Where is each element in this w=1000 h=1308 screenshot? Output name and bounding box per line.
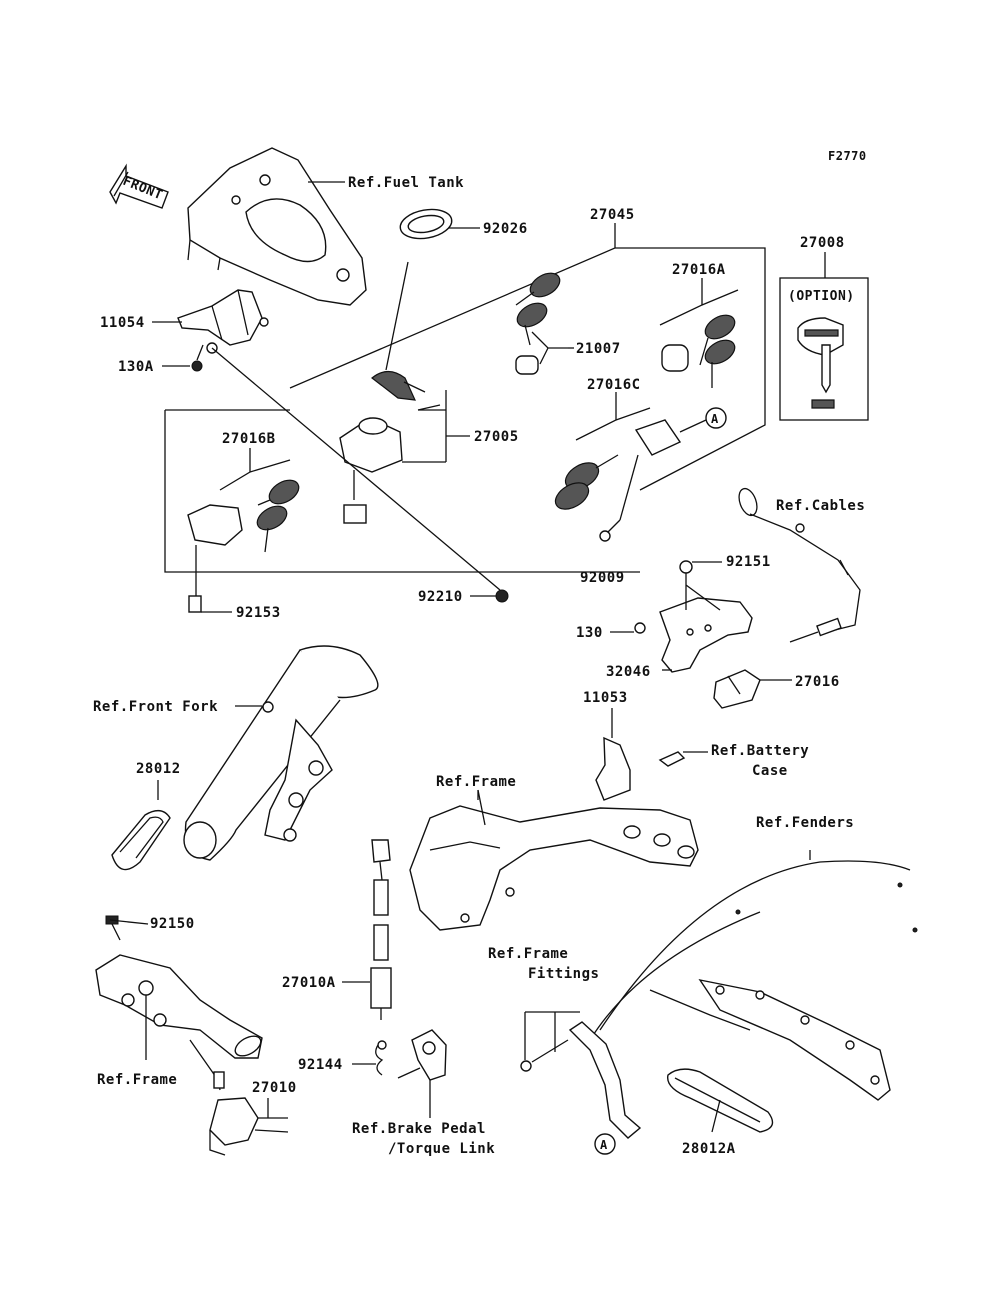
pad-28012 <box>111 780 171 871</box>
switch-27010 <box>189 1039 289 1156</box>
bracket-11053 <box>595 708 686 801</box>
label-130A: 130A <box>118 359 154 375</box>
bolt-92150 <box>105 915 121 941</box>
label-92153: 92153 <box>236 605 281 621</box>
ignition-switch-27005 <box>339 261 470 524</box>
label-27016: 27016 <box>795 674 840 690</box>
label-ref-frame-top: Ref.Frame <box>436 774 516 790</box>
key-set-27016B <box>164 409 640 613</box>
front-arrow-icon: FRONT <box>109 163 169 209</box>
front-fork <box>183 645 379 861</box>
option-key-27008: (OPTION) <box>779 252 869 421</box>
fender <box>589 850 918 1101</box>
fuel-tank-cover <box>187 147 367 306</box>
label-27045: 27045 <box>590 207 635 223</box>
label-ref-battery-line2: Case <box>752 763 788 779</box>
label-92009: 92009 <box>580 570 625 586</box>
key-set-27016C: A <box>554 392 727 521</box>
label-27016B: 27016B <box>222 431 276 447</box>
label-27016A: 27016A <box>672 262 726 278</box>
label-ref-front-fork: Ref.Front Fork <box>93 699 218 715</box>
label-92150: 92150 <box>150 916 195 932</box>
label-ref-brake-line2: /Torque Link <box>388 1141 495 1157</box>
label-21007: 21007 <box>576 341 621 357</box>
switch-27010A <box>370 839 392 1020</box>
label-11054: 11054 <box>100 315 145 331</box>
bolt-92210 <box>211 347 509 603</box>
keys-21007 <box>515 272 568 375</box>
key-set-27016A <box>659 278 739 388</box>
leader-lines <box>109 181 792 1118</box>
bracket-32046 <box>634 560 753 673</box>
label-27005: 27005 <box>474 429 519 445</box>
cable-assembly <box>738 487 861 643</box>
callout-a-top: A <box>711 412 719 426</box>
label-27010A: 27010A <box>282 975 336 991</box>
spring-92144 <box>375 1040 387 1076</box>
label-92151: 92151 <box>726 554 771 570</box>
set-27045-outline <box>289 223 766 491</box>
pad-28012A <box>666 1068 774 1133</box>
label-ref-brake-line1: Ref.Brake Pedal <box>352 1121 486 1137</box>
figure-code: F2770 <box>828 149 867 163</box>
label-92144: 92144 <box>298 1057 343 1073</box>
callout-a-bottom: A <box>600 1138 608 1152</box>
label-ref-cables: Ref.Cables <box>776 498 865 514</box>
label-130: 130 <box>576 625 603 641</box>
label-ref-battery-line1: Ref.Battery <box>711 743 809 759</box>
frame-fittings-bracket: A <box>520 1011 642 1155</box>
label-27008: 27008 <box>800 235 845 251</box>
label-28012A: 28012A <box>682 1141 736 1157</box>
label-27016C: 27016C <box>587 377 641 393</box>
label-28012: 28012 <box>136 761 181 777</box>
bolt-92009 <box>599 519 621 542</box>
lock-27016 <box>713 669 761 709</box>
frame-lower-left <box>95 954 263 1060</box>
label-27010: 27010 <box>252 1080 297 1096</box>
bolt-130A <box>191 344 204 372</box>
label-92210: 92210 <box>418 589 463 605</box>
label-ref-frame-fittings-line2: Fittings <box>528 966 599 982</box>
label-ref-frame-fittings-line1: Ref.Frame <box>488 946 568 962</box>
label-ref-frame-bottom: Ref.Frame <box>97 1072 177 1088</box>
label-ref-fuel-tank: Ref.Fuel Tank <box>348 175 464 191</box>
label-ref-fenders: Ref.Fenders <box>756 815 854 831</box>
label-11053: 11053 <box>583 690 628 706</box>
label-32046: 32046 <box>606 664 651 680</box>
option-label: (OPTION) <box>788 289 855 304</box>
bracket-11054 <box>177 289 269 346</box>
frame-middle <box>409 789 699 931</box>
label-92026: 92026 <box>483 221 528 237</box>
brake-torque-link <box>397 1029 447 1118</box>
grommet-92026 <box>399 208 453 240</box>
